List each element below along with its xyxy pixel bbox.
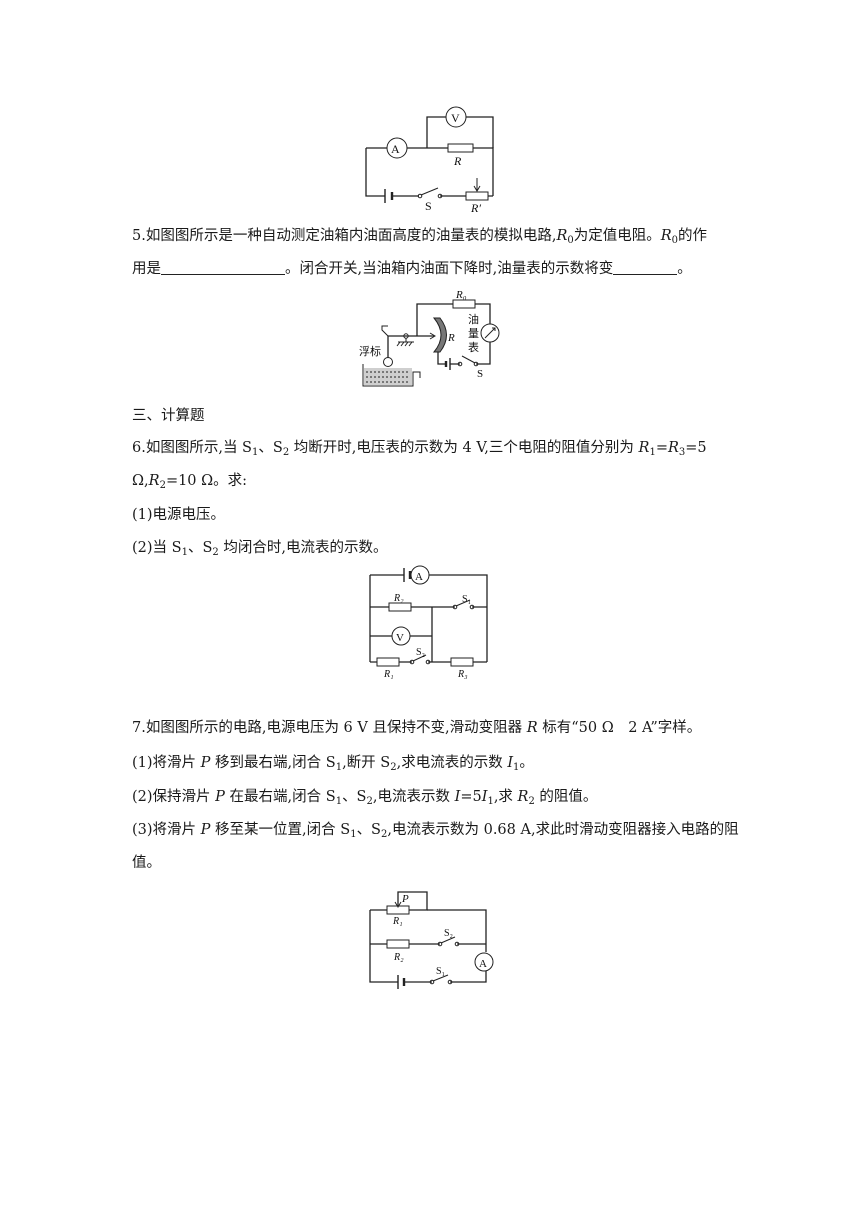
float-icon [383,357,393,367]
resistor-r3-icon [450,657,474,667]
r1-label: R₁ [383,669,394,680]
resistor-r2-icon [386,939,410,949]
variable-resistor-arc [432,317,447,353]
q7-sub3-cont: 值。 [132,855,161,871]
voltmeter-label: V [451,111,460,125]
gauge-label-2: 量 [468,327,479,340]
voltmeter-icon [445,106,467,128]
section-title: 三、计算题 [132,408,205,424]
r1-label: R₁ [392,916,403,927]
switch-icon [417,193,423,199]
r-label: R [447,332,455,344]
q6-line1: 6.如图图所示,当 S1、S2 均断开时,电压表的示数为 4 V,三个电阻的阻值… [132,440,707,458]
q6-sub1: (1)电源电压。 [132,507,226,523]
switch-s1-icon [429,979,435,985]
q7-sub2: (2)保持滑片 P 在最右端,闭合 S1、S2,电流表示数 I=5I1,求 R2… [132,789,598,807]
q7-sub1: (1)将滑片 P 移到最右端,闭合 S1,断开 S2,求电流表的示数 I1。 [132,755,534,773]
resistor-r1-icon [376,657,400,667]
switch-s1-icon [452,604,458,610]
switch-icon [473,361,479,367]
resistor-icon [447,143,474,153]
rheostat-r1-icon [386,905,410,915]
ammeter-label: A [391,142,400,156]
answer-blank-1[interactable] [161,260,285,275]
r2-label: R₂ [393,593,404,604]
switch-label: S [425,199,432,213]
fixed-resistor-r0-icon [452,299,476,309]
switch-s-label: S [477,368,483,380]
switch-s2-icon [409,659,415,665]
q6-line2: Ω,R2=10 Ω。求: [132,473,248,491]
s2-label: S₂ [416,647,425,658]
switch-s2-icon [437,941,443,947]
rheostat-icon [465,191,489,201]
r2-label: R₂ [393,952,404,963]
p-label: P [401,893,409,905]
resistor-r2-icon [388,602,412,612]
s1-label: S₁ [436,966,445,977]
ammeter-icon [474,952,494,972]
q5-line1: 5.如图图所示是一种自动测定油箱内油面高度的油量表的模拟电路,R0为定值电阻。R… [132,228,708,246]
gauge-label-3: 表 [468,340,479,354]
answer-blank-2[interactable] [613,260,678,275]
ammeter-label: A [415,571,423,583]
q7-line1: 7.如图图所示的电路,电源电压为 6 V 且保持不变,滑动变阻器 R 标有“50… [132,720,702,736]
r0-label: R₀ [455,289,467,301]
ammeter-label: A [479,958,487,970]
gauge-label-1: 油 [468,312,479,326]
s2-label: S₂ [444,928,453,939]
q7-sub3: (3)将滑片 P 移至某一位置,闭合 S1、S2,电流表示数为 0.68 A,求… [132,822,739,840]
rheostat-label: R′ [470,201,481,215]
r3-label: R₃ [457,669,468,680]
q6-sub2: (2)当 S1、S2 均闭合时,电流表的示数。 [132,540,388,558]
voltmeter-label: V [396,632,404,644]
voltmeter-icon [391,626,411,646]
ammeter-icon [410,565,430,585]
resistor-label: R [453,154,462,168]
ammeter-icon [386,137,408,159]
q5-line2: 用是。闭合开关,当油箱内油面下降时,油量表的示数将变。 [132,260,692,277]
oil-tank-icon [362,364,421,387]
s1-label: S₁ [462,594,471,605]
float-label: 浮标 [359,344,381,358]
